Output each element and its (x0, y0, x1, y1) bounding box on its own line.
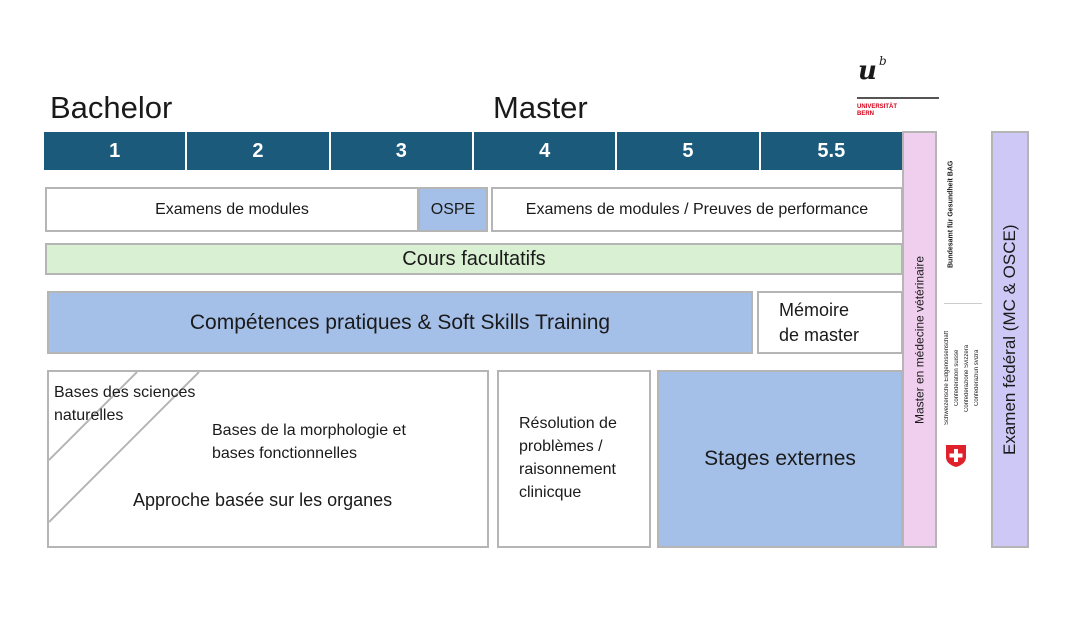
morphology-line2: bases fonctionnelles (212, 445, 357, 462)
bag-conf-fr: Confédération suisse (954, 349, 960, 407)
master-thesis: Mémoire de master (757, 291, 903, 354)
year-bar: 1 2 3 4 5 5.5 (44, 132, 902, 170)
bachelor-label: Bachelor (50, 90, 173, 125)
bag-conf-it: Confederazione Svizzera (964, 344, 970, 412)
organ-approach: Approche basée sur les organes (133, 490, 393, 510)
unibe-logo: u b UNIVERSITÄT BERN (855, 54, 939, 120)
swiss-shield-icon (946, 445, 966, 467)
bag-conf-rm: Confederaziun svizra (974, 349, 980, 407)
bachelor-module-exams: Examens de modules (45, 187, 419, 232)
clinical-reasoning: Résolution de problèmes / raisonnement c… (497, 370, 651, 548)
master-label: Master (493, 90, 588, 125)
clinical-reasoning-line3: raisonnement (519, 461, 616, 478)
external-internships: Stages externes (657, 370, 903, 548)
diagonal-line-2 (49, 372, 200, 523)
year-3: 3 (330, 132, 474, 170)
natural-sciences-line2: naturelles (54, 407, 124, 424)
bag-divider (944, 303, 982, 304)
bag-logo: Bundesamt für Gesundheit BAG Schweizeris… (940, 140, 986, 470)
year-1: 1 (44, 132, 188, 170)
unibe-logo-line2: BERN (857, 111, 875, 117)
federal-exam: Examen fédéral (MC & OSCE) (991, 131, 1029, 548)
master-thesis-line2: de master (779, 325, 860, 345)
master-module-exams: Examens de modules / Preuves de performa… (491, 187, 903, 232)
unibe-logo-mark: u (858, 56, 877, 86)
morphology-line1: Bases de la morphologie et (212, 422, 406, 439)
year-5-5: 5.5 (760, 132, 902, 170)
natural-sciences-line1: Bases des sciences (54, 384, 196, 401)
unibe-logo-superscript: b (879, 54, 887, 68)
unibe-logo-line1: UNIVERSITÄT (857, 104, 898, 110)
ospe-box: OSPE (418, 187, 488, 232)
year-2: 2 (187, 132, 331, 170)
master-thesis-line1: Mémoire (779, 300, 850, 320)
year-4: 4 (473, 132, 618, 170)
master-vet-medicine: Master en médecine vétérinaire (902, 131, 937, 548)
optional-courses: Cours facultatifs (45, 243, 903, 275)
clinical-reasoning-line2: problèmes / (519, 438, 603, 455)
diagonal-line-1 (49, 372, 138, 461)
foundations-block: Bases des sciences naturelles Bases de l… (47, 370, 489, 548)
clinical-reasoning-line4: clinicque (519, 484, 582, 501)
bag-conf-de: Schweizerische Eidgenossenschaft (944, 330, 950, 426)
unibe-logo-rule (857, 97, 939, 99)
bag-office-name: Bundesamt für Gesundheit BAG (947, 160, 955, 268)
clinical-reasoning-line1: Résolution de (519, 415, 617, 432)
foundations-diagonals (49, 372, 200, 523)
year-5: 5 (617, 132, 761, 170)
practical-skills-training: Compétences pratiques & Soft Skills Trai… (47, 291, 753, 354)
